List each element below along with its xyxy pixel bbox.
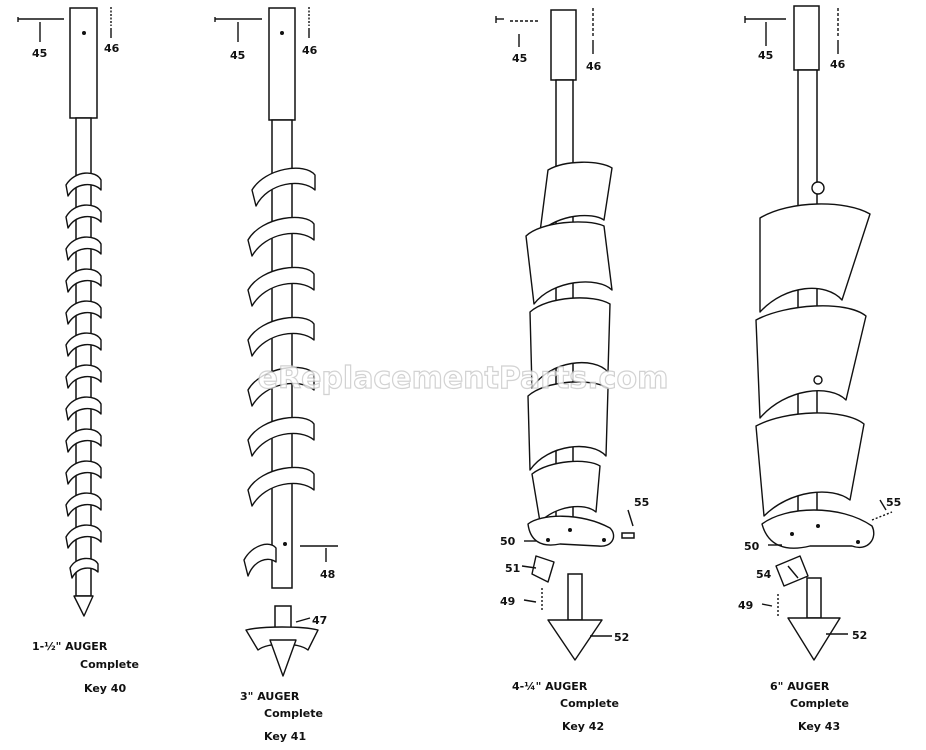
shaft-upper xyxy=(793,5,820,71)
caption-size: 3" AUGER xyxy=(240,690,300,703)
point-52 xyxy=(787,577,848,661)
bolt-55 xyxy=(871,499,893,521)
part-label: 48 xyxy=(320,568,335,581)
pin-45 xyxy=(495,16,540,47)
bit-47 xyxy=(245,605,319,677)
part-label: 50 xyxy=(744,540,760,553)
screw-49 xyxy=(523,588,543,612)
caption-auger-4: 6" AUGER Complete Key 43 xyxy=(770,680,849,733)
shaft-hole xyxy=(280,31,284,35)
auger-flights xyxy=(525,161,613,523)
part-label: 46 xyxy=(302,44,318,57)
screw-49 xyxy=(761,594,779,616)
point-52 xyxy=(547,573,612,661)
part-label: 51 xyxy=(505,562,520,575)
pin-45 xyxy=(744,16,786,46)
caption-auger-1: 1-½" AUGER Complete Key 40 xyxy=(32,640,139,695)
cutter-plate-50 xyxy=(527,515,615,547)
part-label: 46 xyxy=(830,58,846,71)
caption-key: Key 40 xyxy=(84,682,126,695)
part-label: 52 xyxy=(614,631,629,644)
caption-complete: Complete xyxy=(560,697,619,710)
part-label: 46 xyxy=(104,42,120,55)
pin-45 xyxy=(214,17,262,42)
part-label: 54 xyxy=(756,568,772,581)
auger-6-inch xyxy=(744,5,893,661)
caption-size: 1-½" AUGER xyxy=(32,640,108,653)
part-label: 45 xyxy=(758,49,773,62)
auger-flights xyxy=(65,172,102,579)
part-label: 50 xyxy=(500,535,516,548)
part-label: 45 xyxy=(512,52,527,65)
cutter-plate-50 xyxy=(761,509,875,549)
bolt-48 xyxy=(283,542,338,562)
caption-complete: Complete xyxy=(264,707,323,720)
caption-key: Key 41 xyxy=(264,730,306,743)
part-label: 52 xyxy=(852,629,867,642)
caption-size: 4-¼" AUGER xyxy=(512,680,588,693)
watermark-text: eReplacementParts.com xyxy=(258,361,669,396)
part-label: 55 xyxy=(886,496,901,509)
auger-4-25-inch xyxy=(495,8,635,661)
pin-45 xyxy=(17,17,64,42)
part-label: 45 xyxy=(230,49,245,62)
part-label: 55 xyxy=(634,496,649,509)
shaft-upper xyxy=(268,7,296,121)
caption-auger-2: 3" AUGER Complete Key 41 xyxy=(240,690,323,743)
caption-auger-3: 4-¼" AUGER Complete Key 42 xyxy=(512,680,619,733)
shaft-lower xyxy=(271,119,293,589)
part-label: 49 xyxy=(738,599,753,612)
shaft-lower xyxy=(75,117,92,597)
caption-key: Key 42 xyxy=(562,720,604,733)
bolt-55 xyxy=(621,509,635,539)
shaft-hole xyxy=(82,31,86,35)
caption-complete: Complete xyxy=(790,697,849,710)
caption-key: Key 43 xyxy=(798,720,840,733)
auger-3-inch xyxy=(214,7,338,677)
caption-size: 6" AUGER xyxy=(770,680,830,693)
part-label: 49 xyxy=(500,595,515,608)
part-label: 45 xyxy=(32,47,47,60)
auger-tip xyxy=(73,595,94,617)
tooth-54 xyxy=(775,555,809,587)
shaft-upper xyxy=(69,7,98,119)
auger-1-5-inch xyxy=(17,7,112,617)
part-label: 47 xyxy=(312,614,327,627)
auger-flights xyxy=(243,167,316,577)
caption-complete: Complete xyxy=(80,658,139,671)
auger-flights xyxy=(755,181,871,517)
shaft-upper xyxy=(550,9,577,81)
part-labels: 45 46 45 46 48 47 45 46 55 50 51 49 52 4… xyxy=(32,42,901,644)
part-label: 46 xyxy=(586,60,602,73)
tooth-51 xyxy=(521,555,555,583)
